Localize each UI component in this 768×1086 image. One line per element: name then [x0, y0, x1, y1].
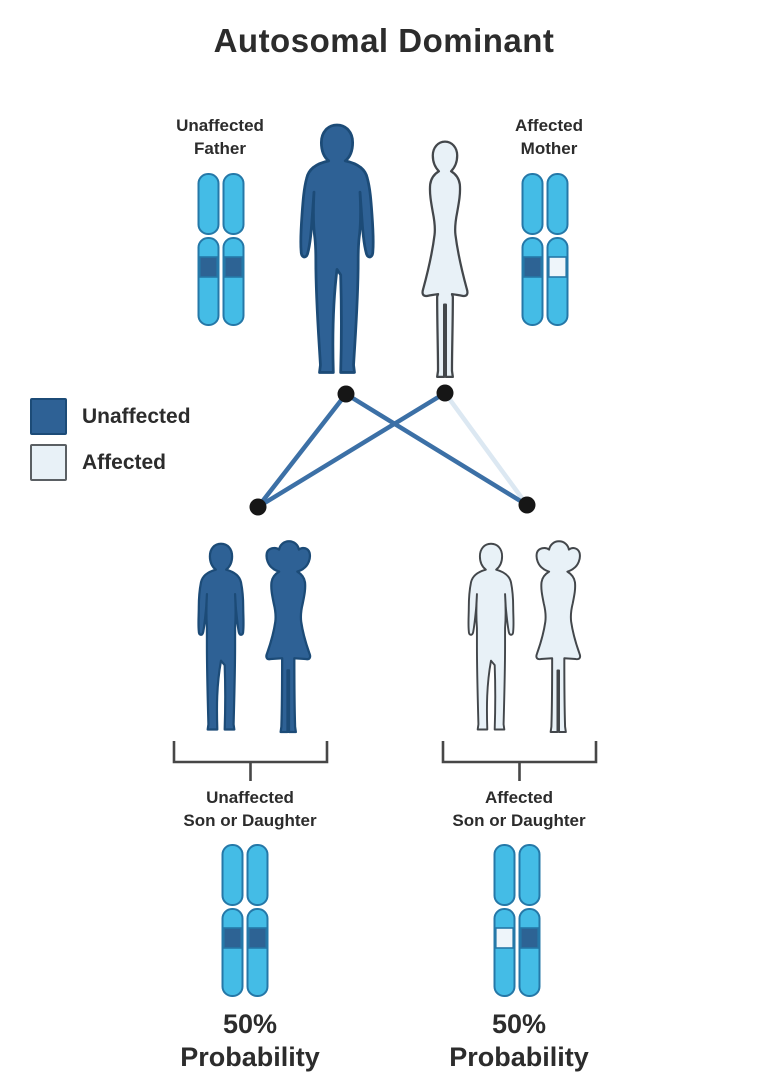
chromatid-left: [521, 173, 544, 326]
gene-band: [222, 927, 242, 949]
unaffected-daughter-silhouette: [265, 540, 312, 734]
bracket-affected-children: [441, 741, 598, 781]
affected-probability-word: Probability: [449, 1042, 589, 1072]
father-label-line1: Unaffected: [176, 116, 264, 135]
line-mother-to-unaffected-child: [255, 390, 448, 510]
affected-daughter-silhouette: [535, 540, 582, 733]
affected-children-label-line2: Son or Daughter: [452, 811, 586, 830]
unaffected-children-label-line2: Son or Daughter: [183, 811, 317, 830]
chromatid-left: [221, 844, 244, 997]
chromatid-right: [546, 173, 569, 326]
chromatid-left: [493, 844, 516, 997]
gene-band: [519, 927, 539, 949]
unaffected-children-label: Unaffected Son or Daughter: [150, 786, 350, 832]
affected-children-label: Affected Son or Daughter: [419, 786, 619, 832]
legend-label-affected: Affected: [82, 450, 167, 474]
mother-silhouette: [421, 140, 469, 379]
gene-band: [223, 256, 243, 278]
father-label: Unaffected Father: [130, 114, 310, 160]
chromosome-father: [197, 173, 245, 326]
chromosome-affected-child: [493, 844, 541, 997]
gene-band: [198, 256, 218, 278]
legend-swatch-unaffected: [30, 398, 67, 435]
mother-label: Affected Mother: [459, 114, 639, 160]
union-dot-father: [337, 385, 355, 403]
union-dot-affected-children: [518, 496, 536, 514]
unaffected-children-label-line1: Unaffected: [206, 788, 294, 807]
legend-swatch-affected: [30, 444, 67, 481]
legend-item-affected: Affected: [30, 444, 191, 481]
affected-children-label-line1: Affected: [484, 788, 553, 807]
legend-item-unaffected: Unaffected: [30, 398, 191, 435]
line-father-to-affected-child: [343, 391, 530, 508]
page-title: Autosomal Dominant: [213, 22, 555, 59]
chromosome-mother: [521, 173, 569, 326]
legend: Unaffected Affected: [30, 398, 191, 490]
father-label-line2: Father: [194, 139, 246, 158]
gene-band: [494, 927, 514, 949]
mother-label-line2: Mother: [520, 139, 578, 158]
unaffected-probability-label: 50% Probability: [140, 1008, 360, 1074]
bracket-unaffected-children: [172, 741, 329, 781]
gene-band: [247, 927, 267, 949]
affected-son-silhouette: [467, 542, 515, 731]
gene-band: [547, 256, 567, 278]
line-mother-to-affected-child: [442, 390, 530, 508]
chromatid-right: [222, 173, 245, 326]
legend-label-unaffected: Unaffected: [82, 404, 191, 428]
mother-label-line1: Affected: [514, 116, 583, 135]
unaffected-probability-word: Probability: [180, 1042, 320, 1072]
affected-probability-value: 50%: [491, 1009, 547, 1039]
union-dot-unaffected-children: [249, 498, 267, 516]
unaffected-son-silhouette: [197, 542, 245, 731]
unaffected-probability-value: 50%: [222, 1009, 278, 1039]
chromatid-left: [197, 173, 220, 326]
gene-band: [522, 256, 542, 278]
chromosome-unaffected-child: [221, 844, 269, 997]
chromatid-right: [518, 844, 541, 997]
affected-probability-label: 50% Probability: [409, 1008, 629, 1074]
line-father-to-unaffected-child: [255, 391, 349, 510]
chromatid-right: [246, 844, 269, 997]
father-silhouette: [299, 123, 375, 374]
union-dot-mother: [436, 384, 454, 402]
